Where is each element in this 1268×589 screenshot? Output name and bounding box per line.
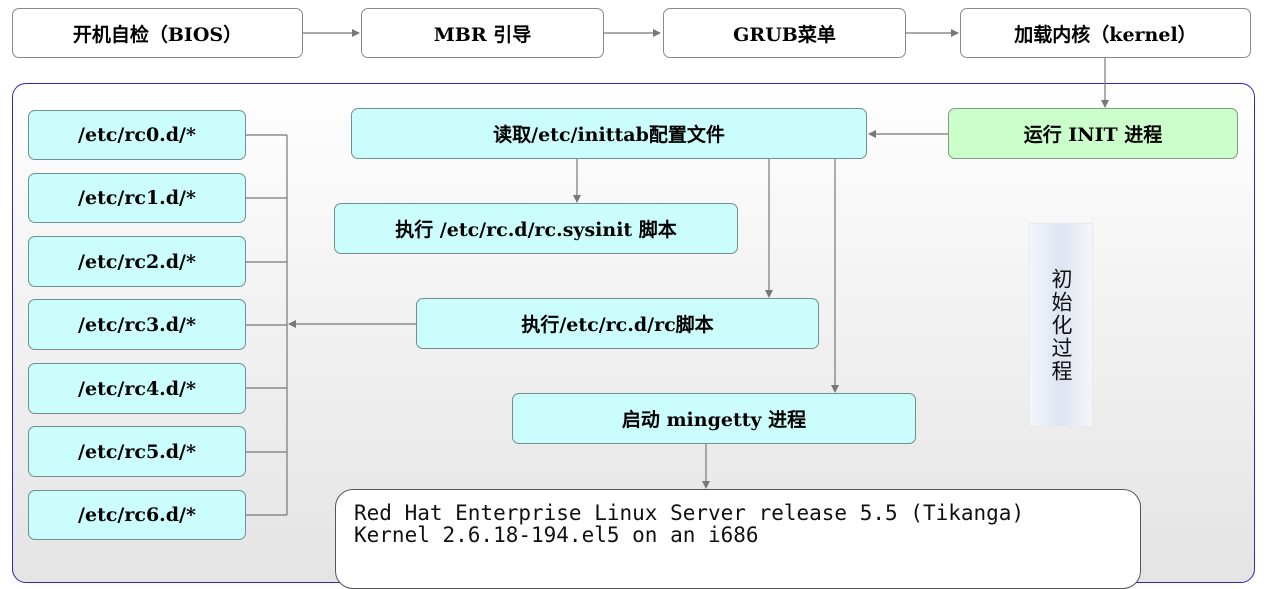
side-label-text: 初始化过程 — [1049, 267, 1073, 383]
grub-box: GRUB菜单 — [663, 8, 906, 58]
console-line-2: Kernel 2.6.18-194.el5 on an i686 — [354, 523, 759, 547]
runlevel-rc3: /etc/rc3.d/* — [28, 299, 246, 350]
runlevel-rc5: /etc/rc5.d/* — [28, 426, 246, 477]
connector-lines — [246, 29, 1109, 516]
runlevel-rc6: /etc/rc6.d/* — [28, 490, 246, 540]
mingetty-box: 启动 mingetty 进程 — [512, 393, 916, 444]
run-init-box: 运行 INIT 进程 — [948, 108, 1238, 159]
mbr-box: MBR 引导 — [361, 8, 604, 58]
read-inittab-box: 读取/etc/inittab配置文件 — [351, 108, 867, 159]
runlevel-rc0: /etc/rc0.d/* — [28, 110, 246, 160]
init-process-side-label: 初始化过程 — [1029, 223, 1093, 427]
rc-sysinit-box: 执行 /etc/rc.d/rc.sysinit 脚本 — [334, 203, 738, 254]
bios-box: 开机自检（BIOS） — [12, 8, 303, 58]
runlevel-rc2: /etc/rc2.d/* — [28, 236, 246, 287]
kernel-box: 加载内核（kernel） — [960, 8, 1251, 58]
rc-script-box: 执行/etc/rc.d/rc脚本 — [416, 298, 819, 349]
runlevel-rc1: /etc/rc1.d/* — [28, 173, 246, 223]
runlevel-rc4: /etc/rc4.d/* — [28, 363, 246, 414]
console-line-1: Red Hat Enterprise Linux Server release … — [354, 501, 1025, 525]
